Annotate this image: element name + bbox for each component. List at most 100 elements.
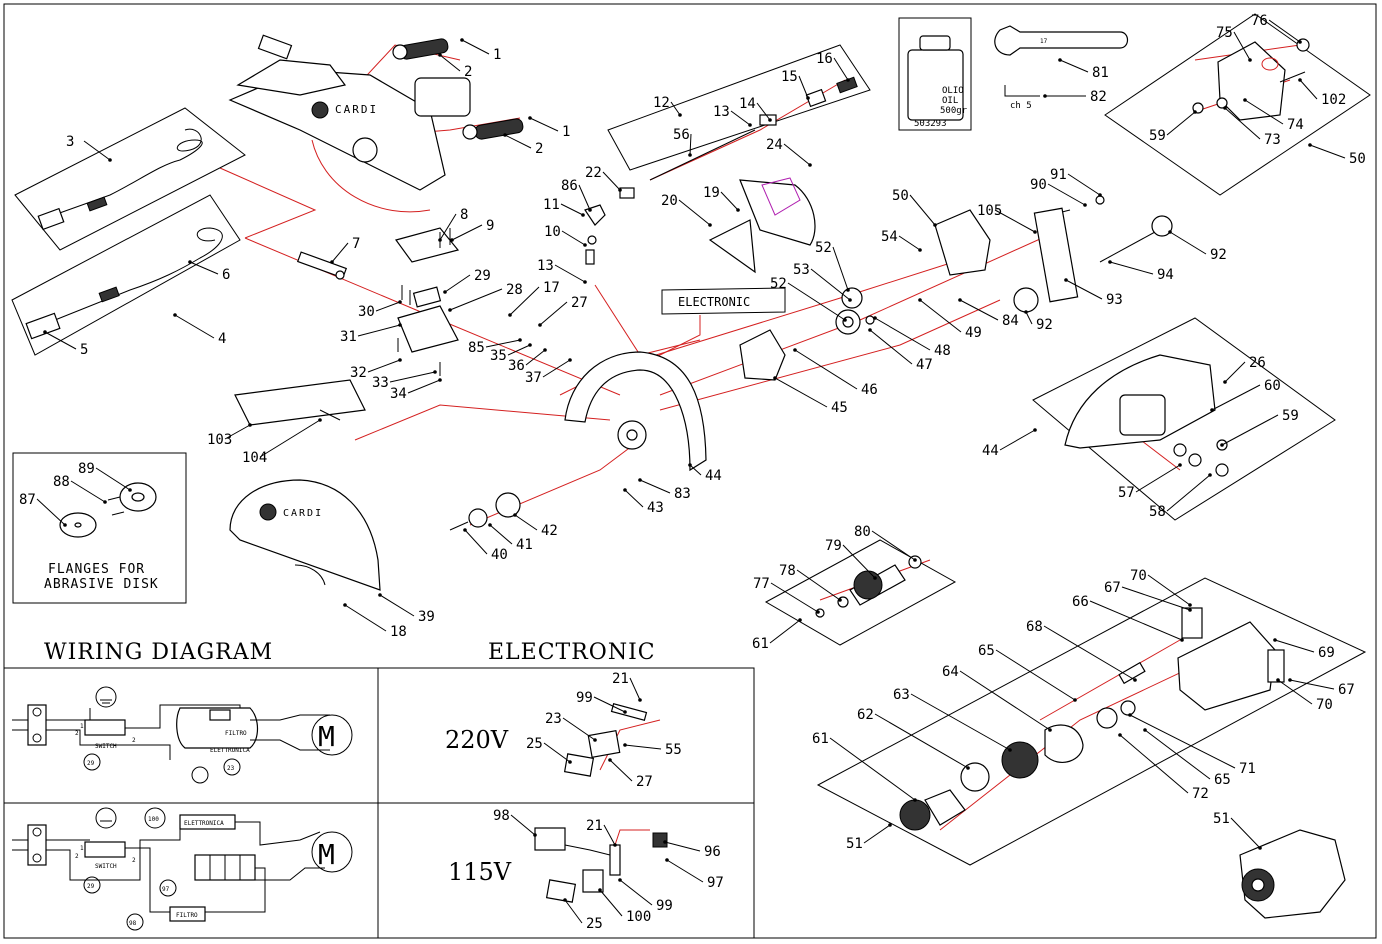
leader-tip-c29: [443, 290, 447, 294]
leader-c29: [444, 274, 471, 293]
handle-switch-parts: [234, 227, 460, 426]
callout-e23: 23: [545, 711, 562, 727]
callout-c9: 9: [486, 218, 494, 234]
leader-c14: [756, 102, 771, 121]
leader-tip-c60: [1210, 408, 1214, 412]
callout-c85: 85: [468, 340, 485, 356]
leader-e25b: [564, 899, 583, 924]
leader-c17: [509, 286, 540, 316]
callout-c105: 105: [977, 203, 1002, 219]
leader-c59a: [1166, 111, 1196, 136]
callout-c3: 3: [66, 134, 74, 150]
w115-ref97: 97: [162, 886, 170, 893]
leader-c89: [95, 467, 131, 491]
leader-c105: [994, 209, 1036, 233]
leader-e97: [666, 859, 704, 883]
w115-switch: SWITCH: [95, 863, 117, 870]
leader-c73: [1224, 107, 1261, 140]
hex-key-size: ch 5: [1010, 101, 1032, 111]
w115-ref98: 98: [129, 920, 137, 927]
leader-c51b: [1230, 817, 1261, 849]
leader-tip-e55: [623, 743, 627, 747]
leader-c59b: [1221, 414, 1279, 446]
leader-c65a: [995, 649, 1076, 701]
callout-c78: 78: [779, 563, 796, 579]
callout-c30: 30: [358, 304, 375, 320]
callout-c87: 87: [19, 492, 36, 508]
motor-box-51: [816, 577, 1367, 866]
leader-c81: [1059, 59, 1089, 73]
callout-c4: 4: [218, 331, 226, 347]
callout-c59a: 59: [1149, 128, 1166, 144]
electronic-220-parts: [563, 703, 648, 777]
leader-tip-c88: [103, 500, 107, 504]
leader-tip-c43: [623, 488, 627, 492]
flanges-caption-2: ABRASIVE DISK: [44, 577, 159, 592]
leader-c19: [720, 191, 739, 211]
callout-c39: 39: [418, 609, 435, 625]
w115-n2a: 2: [75, 853, 79, 860]
oil-bottle-box: OLIO OIL 500gr 503293: [898, 17, 972, 131]
callout-c31: 31: [340, 329, 357, 345]
lower-guard: CARDI: [229, 479, 381, 591]
leader-c13a: [730, 110, 751, 126]
leader-tip-e25a: [568, 760, 572, 764]
callout-c56: 56: [673, 127, 690, 143]
leader-tip-c1b: [528, 116, 532, 120]
leader-c40: [464, 529, 488, 555]
leader-tip-c41: [488, 523, 492, 527]
leader-e100: [599, 889, 623, 917]
callout-c77: 77: [753, 576, 770, 592]
callout-c46: 46: [861, 382, 878, 398]
leader-tip-c64: [1048, 728, 1052, 732]
leader-tip-c13a: [748, 123, 752, 127]
leader-tip-c30: [398, 300, 402, 304]
leader-c72: [1119, 734, 1189, 794]
callout-c19: 19: [703, 185, 720, 201]
callout-c80: 80: [854, 524, 871, 540]
leader-tip-c65b: [1143, 728, 1147, 732]
leader-c31: [357, 324, 401, 337]
leader-c27: [539, 301, 568, 326]
callout-c54: 54: [881, 229, 898, 245]
w115-ref29: 29: [87, 883, 95, 890]
leader-tip-e100: [598, 888, 602, 892]
flanges-inset: FLANGES FOR ABRASIVE DISK: [12, 452, 187, 604]
leader-tip-c9: [450, 238, 454, 242]
leader-c47: [869, 329, 913, 365]
callout-c24: 24: [766, 137, 783, 153]
w220-n2a: 2: [75, 730, 79, 737]
callout-c35: 35: [490, 348, 507, 364]
leader-c11: [560, 203, 584, 216]
leader-tip-c68: [1133, 678, 1137, 682]
callout-c91: 91: [1050, 167, 1067, 183]
leader-tip-c71: [1128, 713, 1132, 717]
callout-c13b: 13: [537, 258, 554, 274]
leader-c93: [1065, 279, 1103, 300]
leader-tip-c19: [736, 208, 740, 212]
w115-elettronica: ELETTRONICA: [184, 820, 224, 827]
leader-tip-c32: [398, 358, 402, 362]
callout-c12: 12: [653, 95, 670, 111]
callout-c103: 103: [207, 432, 232, 448]
leader-c76: [1268, 19, 1301, 43]
callout-e96: 96: [704, 844, 721, 860]
callout-c11: 11: [543, 197, 560, 213]
leader-c8: [439, 213, 457, 241]
leader-c61a: [769, 619, 801, 644]
callout-c92a: 92: [1036, 317, 1053, 333]
leader-c50b: [1309, 144, 1346, 159]
leader-tip-c65a: [1073, 698, 1077, 702]
leader-tip-c1a: [460, 38, 464, 42]
leader-c28: [449, 288, 503, 311]
leader-tip-e21a: [638, 698, 642, 702]
leader-c1a: [461, 39, 490, 55]
leader-tip-c50b: [1308, 143, 1312, 147]
leader-c10: [561, 230, 586, 246]
leader-c12: [670, 101, 681, 116]
callout-c14: 14: [739, 96, 756, 112]
leader-c18: [344, 604, 387, 632]
leader-c36: [525, 349, 546, 366]
leader-c67a: [1121, 586, 1191, 611]
leader-tip-c34: [438, 378, 442, 382]
